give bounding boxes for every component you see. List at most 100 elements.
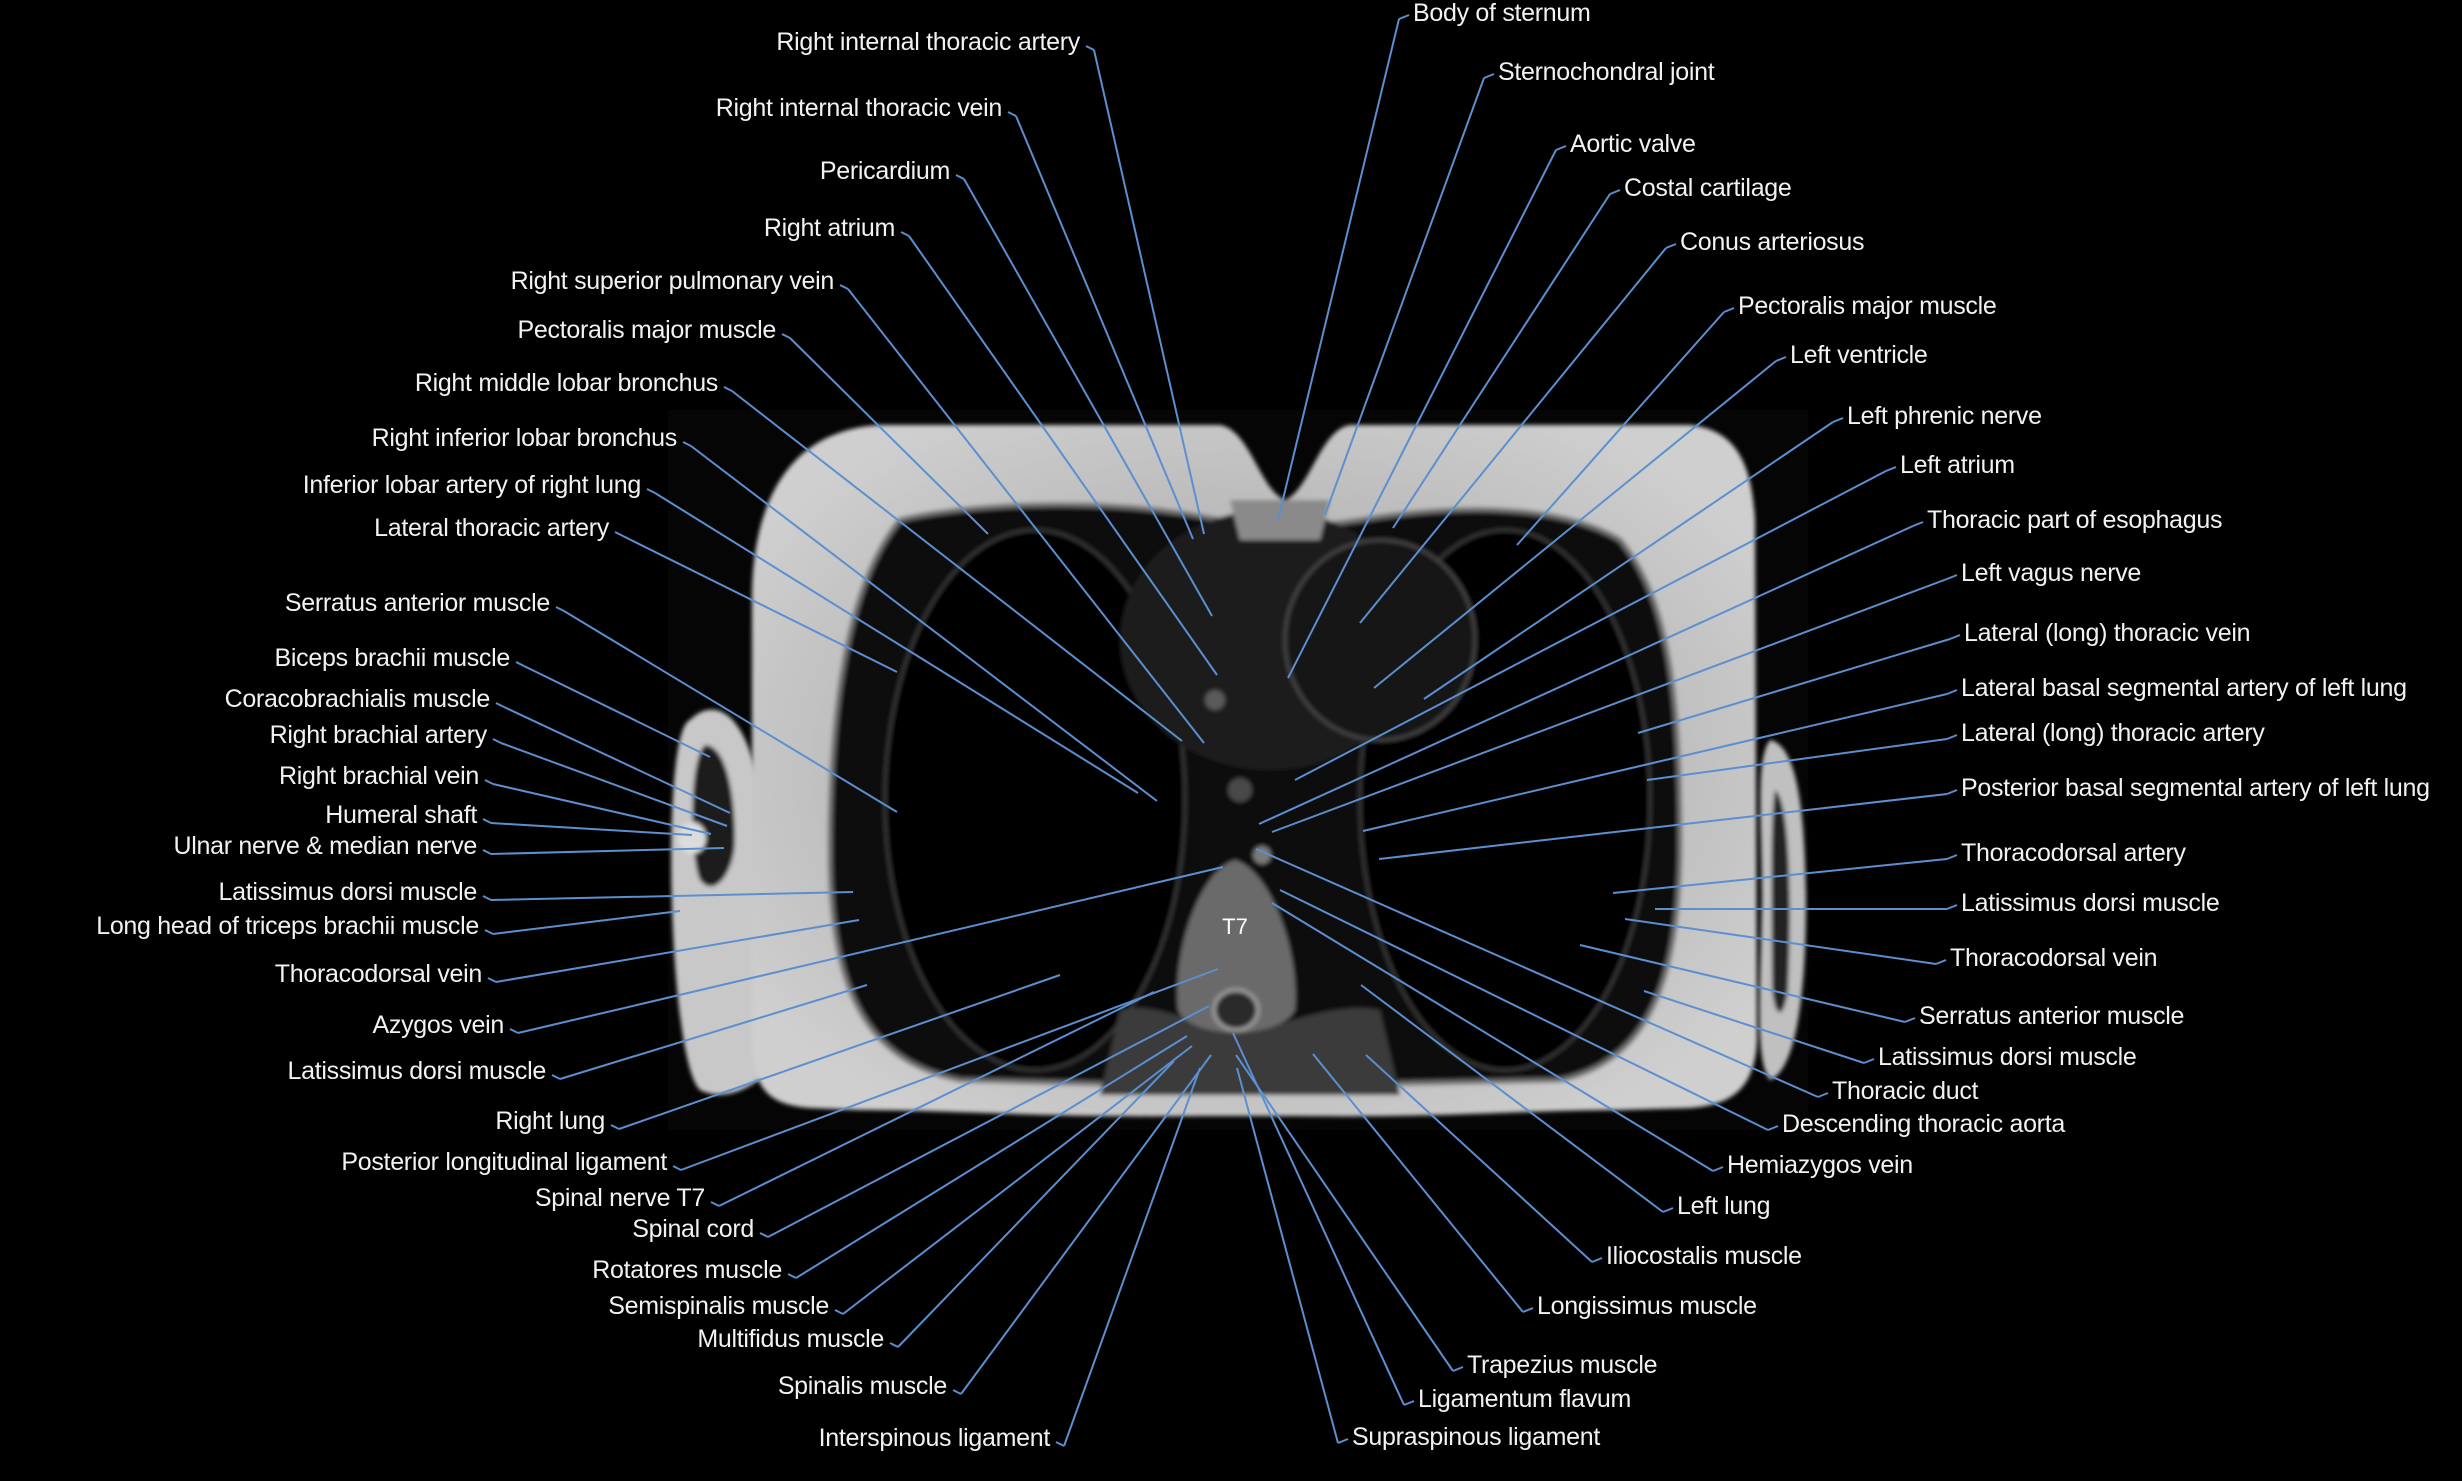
leader-line bbox=[517, 866, 1224, 1034]
leader-line bbox=[482, 895, 492, 901]
label-left-right-brachial-vein: Right brachial vein bbox=[279, 762, 479, 790]
label-left-pectoralis-major-muscle: Pectoralis major muscle bbox=[517, 316, 777, 344]
label-right-lateral-long-thoracic-vein: Lateral (long) thoracic vein bbox=[1964, 619, 2251, 647]
leader-line bbox=[1904, 1017, 1916, 1023]
leader-line bbox=[563, 610, 898, 813]
leader-line bbox=[787, 1273, 797, 1279]
leader-line bbox=[1015, 115, 1194, 540]
leader-line bbox=[960, 1054, 1212, 1395]
leader-line bbox=[618, 974, 1061, 1130]
label-right-trapezius-muscle: Trapezius muscle bbox=[1467, 1351, 1658, 1379]
leader-line bbox=[839, 284, 849, 290]
leader-line bbox=[1360, 984, 1664, 1213]
leader-line bbox=[490, 847, 725, 855]
leader-line bbox=[842, 1045, 1193, 1315]
label-left-latissimus-dorsi-muscle: Latissimus dorsi muscle bbox=[218, 878, 478, 906]
leader-line bbox=[614, 531, 624, 537]
leader-line bbox=[492, 910, 681, 935]
label-right-left-vagus-nerve: Left vagus nerve bbox=[1961, 559, 2142, 587]
leader-line bbox=[1423, 421, 1834, 700]
leader-line bbox=[682, 441, 692, 447]
leader-line bbox=[490, 822, 693, 836]
leader-line bbox=[1662, 1207, 1674, 1213]
leader-line bbox=[490, 891, 854, 901]
leader-line bbox=[963, 178, 1213, 617]
label-left-long-head-of-triceps-brachii-muscle: Long head of triceps brachii muscle bbox=[96, 912, 479, 940]
leader-line bbox=[1063, 1067, 1201, 1447]
leader-line bbox=[1767, 1125, 1779, 1131]
leader-line bbox=[952, 1389, 962, 1395]
leader-line bbox=[1093, 49, 1205, 535]
label-left-thoracodorsal-vein: Thoracodorsal vein bbox=[274, 960, 483, 988]
leader-line bbox=[897, 1060, 1175, 1348]
leader-line bbox=[646, 488, 656, 494]
leader-line bbox=[1579, 944, 1906, 1023]
leader-line bbox=[1946, 574, 1958, 580]
leader-line bbox=[1946, 789, 1958, 795]
label-right-posterior-basal-segmental-artery-of-left-lung: Posterior basal segmental artery of left… bbox=[1961, 774, 2430, 802]
label-right-ligamentum-flavum: Ligamentum flavum bbox=[1418, 1385, 1632, 1413]
label-left-posterior-longitudinal-ligament: Posterior longitudinal ligament bbox=[341, 1148, 667, 1176]
leader-line bbox=[654, 492, 1139, 794]
leader-line bbox=[1287, 149, 1557, 679]
leader-line bbox=[551, 1074, 561, 1080]
label-right-serratus-anterior-muscle: Serratus anterior muscle bbox=[1919, 1002, 2185, 1030]
leader-line bbox=[1007, 111, 1017, 117]
label-right-thoracic-duct: Thoracic duct bbox=[1832, 1077, 1979, 1105]
label-left-multifidus-muscle: Multifidus muscle bbox=[697, 1325, 884, 1353]
leader-line bbox=[789, 337, 989, 535]
leader-line bbox=[767, 1005, 1210, 1238]
label-right-supraspinous-ligament: Supraspinous ligament bbox=[1352, 1423, 1601, 1451]
leader-line bbox=[718, 991, 1155, 1207]
label-left-right-lung: Right lung bbox=[495, 1107, 605, 1135]
leader-line bbox=[1359, 247, 1667, 624]
leader-line bbox=[1055, 1441, 1065, 1447]
label-left-coracobrachialis-muscle: Coracobrachialis muscle bbox=[224, 685, 491, 713]
label-right-descending-thoracic-aorta: Descending thoracic aorta bbox=[1782, 1110, 2065, 1138]
leader-line bbox=[1294, 470, 1887, 781]
leader-line bbox=[1637, 638, 1951, 734]
leader-line bbox=[1255, 848, 1819, 1098]
leader-line bbox=[515, 661, 525, 667]
label-left-serratus-anterior-muscle: Serratus anterior muscle bbox=[284, 589, 550, 617]
leader-line bbox=[487, 977, 497, 983]
label-left-inferior-lobar-artery-of-right-lung: Inferior lobar artery of right lung bbox=[302, 471, 642, 499]
label-left-interspinous-ligament: Interspinous ligament bbox=[818, 1424, 1051, 1452]
leader-line bbox=[1378, 793, 1948, 860]
leader-line bbox=[1277, 18, 1400, 521]
leader-line bbox=[1946, 854, 1958, 860]
leader-line bbox=[495, 919, 860, 983]
leader-line bbox=[500, 742, 728, 827]
leader-line bbox=[1912, 521, 1924, 527]
label-left-ulnar-nerve-median-nerve: Ulnar nerve & median nerve bbox=[173, 832, 478, 860]
label-right-costal-cartilage: Costal cartilage bbox=[1624, 174, 1792, 202]
leader-lines bbox=[482, 14, 1961, 1447]
leader-line bbox=[1452, 1366, 1464, 1372]
label-left-right-internal-thoracic-artery: Right internal thoracic artery bbox=[776, 28, 1080, 56]
label-left-latissimus-dorsi-muscle: Latissimus dorsi muscle bbox=[287, 1057, 547, 1085]
leader-line bbox=[834, 1309, 844, 1315]
label-right-latissimus-dorsi-muscle: Latissimus dorsi muscle bbox=[1961, 889, 2220, 917]
leader-line bbox=[1362, 693, 1948, 832]
label-right-body-of-sternum: Body of sternum bbox=[1413, 0, 1591, 27]
label-right-aortic-valve: Aortic valve bbox=[1570, 130, 1696, 158]
leader-line bbox=[1885, 466, 1897, 472]
vertebra-label: T7 bbox=[1222, 914, 1248, 939]
thorax-body-wall bbox=[752, 425, 1757, 1117]
leader-line bbox=[710, 1201, 720, 1207]
label-right-lateral-basal-segmental-artery-of-left-lung: Lateral basal segmental artery of left l… bbox=[1961, 674, 2407, 702]
leader-line bbox=[1665, 243, 1677, 249]
leader-line bbox=[1373, 360, 1777, 689]
leader-line bbox=[492, 738, 502, 744]
leader-line bbox=[1817, 1092, 1829, 1098]
leader-line bbox=[622, 535, 898, 673]
label-left-spinal-nerve-t7: Spinal nerve T7 bbox=[534, 1184, 705, 1212]
leader-line bbox=[731, 390, 1183, 742]
leader-line bbox=[1624, 918, 1937, 965]
label-left-rotatores-muscle: Rotatores muscle bbox=[592, 1256, 782, 1284]
leader-line bbox=[1946, 689, 1958, 695]
label-left-right-internal-thoracic-vein: Right internal thoracic vein bbox=[715, 94, 1003, 122]
leader-line bbox=[1522, 1307, 1534, 1313]
label-right-left-atrium: Left atrium bbox=[1900, 451, 2015, 479]
